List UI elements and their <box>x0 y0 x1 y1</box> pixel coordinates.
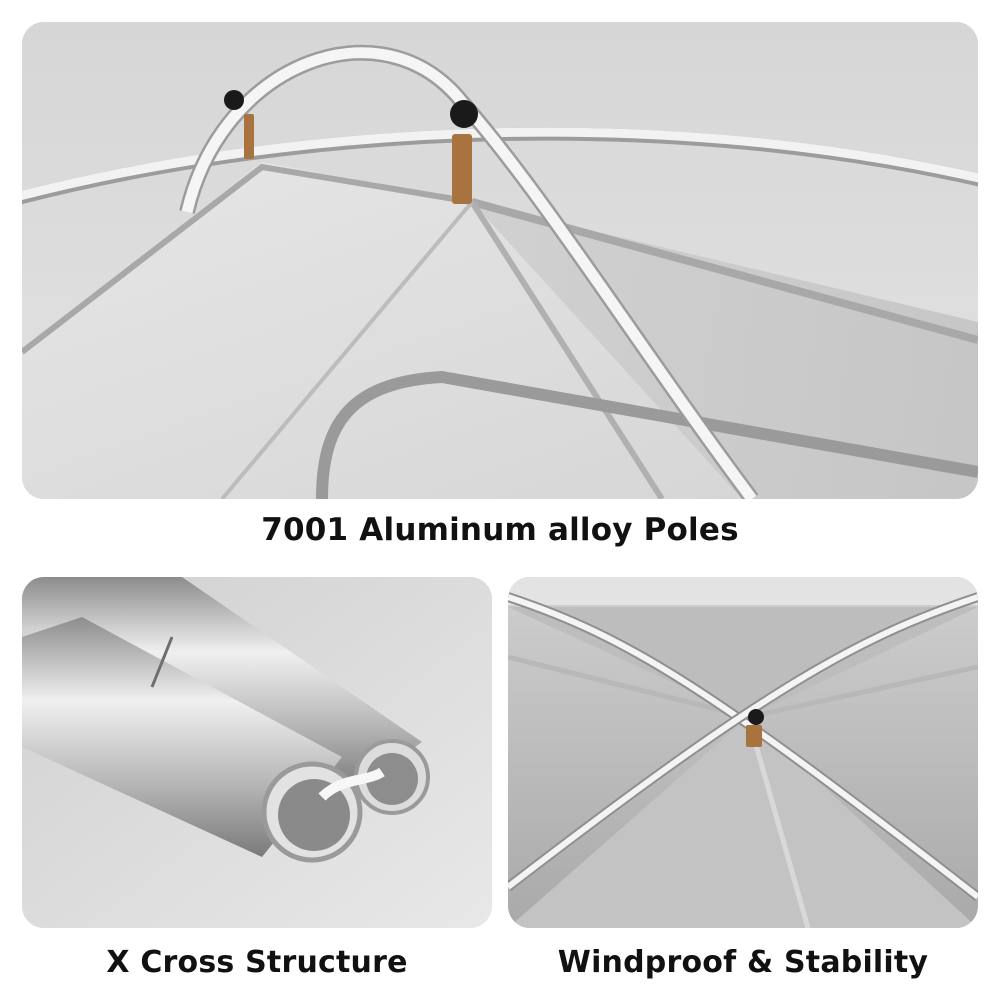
caption-x-cross-structure: X Cross Structure <box>106 945 408 980</box>
pole-clip-icon <box>450 100 478 204</box>
photo-x-cross-poles <box>508 577 978 928</box>
caption-windproof-stability: Windproof & Stability <box>557 945 929 980</box>
photo-pole-closeup <box>22 577 492 928</box>
pole-clip-icon <box>746 709 764 747</box>
pole-clip-icon <box>224 90 254 159</box>
caption-aluminum-poles: 7001 Aluminum alloy Poles <box>261 512 739 548</box>
photo-tent-poles <box>22 22 978 499</box>
